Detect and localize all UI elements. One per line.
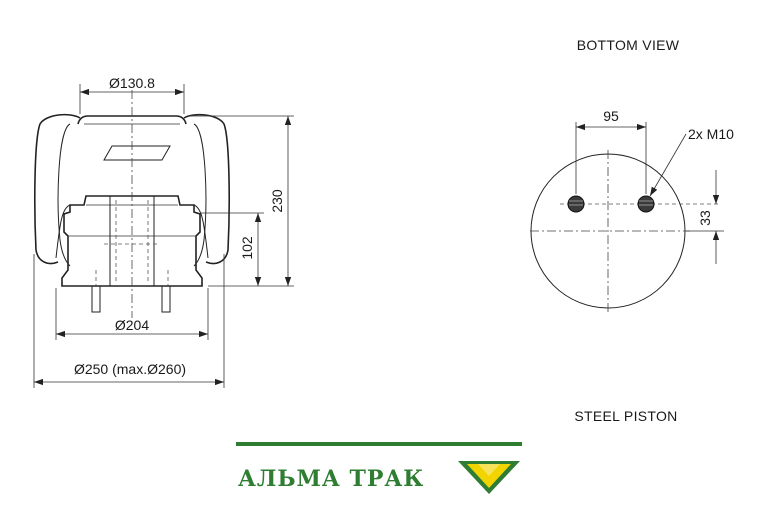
bellow-outline [34, 113, 81, 265]
bottom-view: BOTTOM VIEW 95 2x M10 33 STEEL PISTON [530, 37, 734, 424]
dim-piston-height: 102 [239, 236, 255, 260]
dim-total-height: 230 [269, 189, 285, 213]
bottom-view-caption: BOTTOM VIEW [577, 37, 680, 53]
bolt-hole-left [567, 195, 585, 213]
dim-top-plate: Ø130.8 [109, 75, 155, 91]
brand-name: АЛЬМА ТРАК [238, 466, 424, 492]
chevron-down-logo-icon [458, 461, 520, 494]
side-view: Ø130.8 230 102 Ø204 Ø250 (max.Ø260) [33, 75, 294, 388]
bolt-spec-label: 2x M10 [688, 126, 734, 142]
stud-left [91, 285, 101, 313]
stud-right [161, 285, 171, 313]
dim-bolt-spacing: 95 [603, 108, 619, 124]
brand-bar [236, 442, 522, 446]
piston-caption: STEEL PISTON [574, 408, 677, 424]
brand-logo: АЛЬМА ТРАК [236, 442, 522, 494]
dim-bolt-offset: 33 [697, 210, 713, 226]
dim-piston-base: Ø204 [115, 317, 149, 333]
dim-bellow-diameter: Ø250 (max.Ø260) [74, 361, 186, 377]
piston-body [61, 195, 203, 287]
bolt-hole-right [637, 195, 655, 213]
